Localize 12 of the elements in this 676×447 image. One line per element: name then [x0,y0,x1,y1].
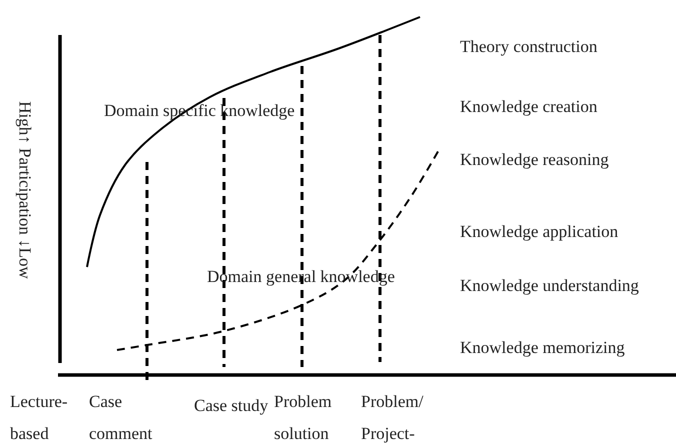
level-label: Theory construction [460,38,598,55]
axis-label: High↑ Participation ↓Low [16,101,34,279]
method-label: Lecture- based [10,391,69,445]
level-label: Knowledge memorizing [460,339,625,356]
method-label: Case study [194,395,270,417]
method-label: Problem solution [274,391,333,445]
level-label: Knowledge creation [460,98,598,115]
method-label: Case comment [89,391,154,445]
level-label: Knowledge application [460,223,618,240]
level-label: Knowledge understanding [460,277,639,294]
method-label: Problem/ Project- [361,391,424,445]
level-label: Knowledge reasoning [460,151,609,168]
